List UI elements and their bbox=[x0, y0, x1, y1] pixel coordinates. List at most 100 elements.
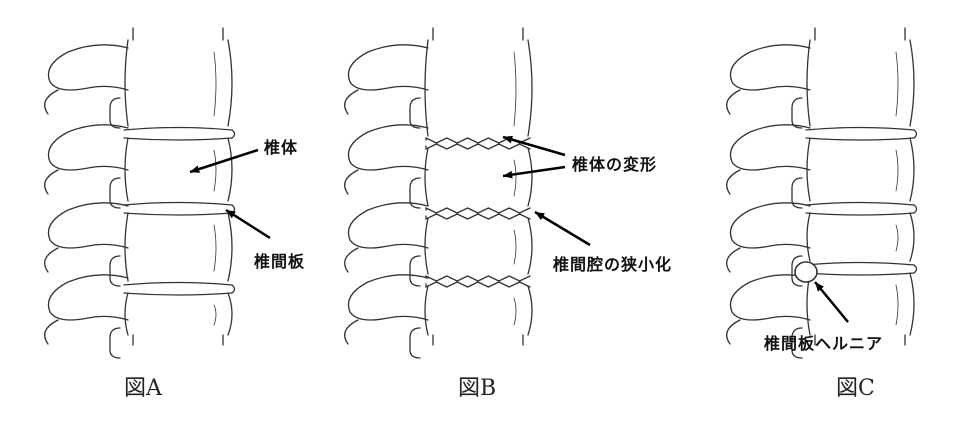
caption-figure-b: 図B bbox=[458, 376, 497, 401]
facet-joint bbox=[791, 177, 803, 209]
vertebral-body-right-edge bbox=[227, 137, 233, 202]
spine-figure-a bbox=[44, 27, 236, 359]
label-disc-space-narrowing: 椎間腔の狭小化 bbox=[553, 255, 673, 274]
vertebral-body-right-edge bbox=[527, 285, 533, 336]
disc-bulge bbox=[231, 129, 236, 139]
endplate-top bbox=[805, 201, 915, 206]
endplate-bottom bbox=[123, 292, 233, 296]
spinous-process bbox=[47, 44, 129, 91]
facet-joint bbox=[109, 327, 121, 359]
vertebral-body-left-edge bbox=[424, 147, 429, 207]
vertebral-body-right-edge bbox=[527, 217, 533, 275]
vertebral-body-left-edge bbox=[424, 217, 429, 275]
arrowhead-icon bbox=[815, 282, 824, 292]
arrows bbox=[189, 135, 849, 323]
endplate-bottom bbox=[805, 212, 915, 216]
vertebral-body-right-edge bbox=[527, 147, 533, 207]
lamina-edge bbox=[44, 319, 59, 345]
vertebral-body-shading bbox=[513, 229, 517, 265]
endplate-top bbox=[805, 126, 915, 131]
vertebral-body-shading bbox=[895, 284, 899, 326]
facet-joint bbox=[409, 255, 421, 287]
vertebral-body-shading bbox=[895, 51, 899, 117]
spine-figure-b bbox=[344, 27, 533, 359]
disc-bulge bbox=[913, 204, 918, 214]
vertebral-body-left-edge bbox=[124, 292, 129, 336]
label-vertebral-deformity: 椎体の変形 bbox=[572, 155, 658, 174]
lamina-edge bbox=[44, 247, 59, 273]
lamina-edge bbox=[344, 247, 359, 273]
lamina-edge bbox=[44, 89, 59, 115]
lamina-edge bbox=[44, 169, 59, 195]
facet-joint bbox=[791, 255, 803, 287]
arrowhead-icon bbox=[503, 170, 513, 179]
lamina-edge bbox=[726, 247, 741, 273]
spinous-process bbox=[347, 274, 429, 321]
vertebral-body-right-edge bbox=[227, 39, 233, 127]
facet-joint bbox=[409, 327, 421, 359]
lamina-edge bbox=[726, 319, 741, 345]
vertebral-body-shading bbox=[213, 51, 217, 117]
vertebral-body-right-edge bbox=[527, 39, 533, 137]
lamina-edge bbox=[726, 89, 741, 115]
spine-bottom-edge bbox=[132, 334, 224, 346]
deformed-endplate-bottom bbox=[425, 143, 531, 151]
spine-bottom-edge bbox=[432, 334, 524, 346]
deformed-endplate-top bbox=[425, 206, 531, 214]
arrow-disc-space-narrowing bbox=[534, 210, 591, 247]
endplate-bottom bbox=[805, 272, 915, 276]
spinous-process bbox=[347, 202, 429, 249]
deformed-endplate-bottom bbox=[425, 213, 531, 221]
disc-bulge bbox=[913, 264, 918, 274]
arrowhead-icon bbox=[535, 212, 545, 221]
endplate-top bbox=[123, 126, 233, 131]
lamina-edge bbox=[344, 169, 359, 195]
vertebral-body-right-edge bbox=[909, 272, 915, 336]
vertebral-body-left-edge bbox=[806, 39, 811, 127]
lamina-edge bbox=[726, 169, 741, 195]
arrowhead-icon bbox=[503, 135, 513, 144]
label-intervertebral-disc: 椎間板 bbox=[254, 252, 306, 271]
vertebral-body-right-edge bbox=[909, 137, 915, 202]
vertebral-body-shading bbox=[895, 149, 899, 192]
endplate-bottom bbox=[123, 212, 233, 216]
spinous-process bbox=[47, 124, 129, 171]
facet-joint bbox=[109, 97, 121, 129]
arrow-vertebral-body bbox=[189, 148, 259, 174]
vertebral-body-shading bbox=[213, 149, 217, 192]
facet-joint bbox=[409, 177, 421, 209]
arrow-deformity-upper bbox=[502, 135, 566, 157]
arrow-deformity-lower bbox=[502, 165, 566, 178]
spine-figure-c bbox=[726, 27, 918, 359]
vertebral-body-shading bbox=[513, 297, 517, 326]
disc-bulge bbox=[913, 129, 918, 139]
spine-top-edge bbox=[432, 27, 524, 41]
endplate-top bbox=[123, 201, 233, 206]
label-disc-herniation: 椎間板ヘルニア bbox=[764, 334, 884, 353]
spinous-process bbox=[729, 124, 811, 171]
vertebral-body-left-edge bbox=[124, 39, 129, 127]
vertebral-body-right-edge bbox=[227, 212, 233, 282]
vertebral-body-right-edge bbox=[909, 212, 915, 262]
label-vertebral-body: 椎体 bbox=[264, 138, 299, 157]
lamina-edge bbox=[344, 319, 359, 345]
endplate-top bbox=[805, 261, 915, 266]
spine-top-edge bbox=[132, 27, 224, 41]
deformed-endplate-top bbox=[425, 274, 531, 282]
herniated-disc bbox=[794, 261, 818, 283]
spinous-process bbox=[47, 274, 129, 321]
deformed-endplate-bottom bbox=[425, 281, 531, 289]
spinous-process bbox=[347, 124, 429, 171]
vertebral-body-shading bbox=[895, 224, 899, 252]
spine-top-edge bbox=[814, 27, 906, 41]
disc-bulge bbox=[231, 284, 236, 294]
spinous-process bbox=[347, 44, 429, 91]
endplate-bottom bbox=[123, 137, 233, 141]
vertebral-body-left-edge bbox=[424, 285, 429, 336]
endplate-top bbox=[123, 281, 233, 286]
caption-figure-c: 図C bbox=[836, 376, 875, 401]
arrowhead-icon bbox=[226, 210, 236, 219]
vertebral-body-left-edge bbox=[424, 39, 429, 137]
